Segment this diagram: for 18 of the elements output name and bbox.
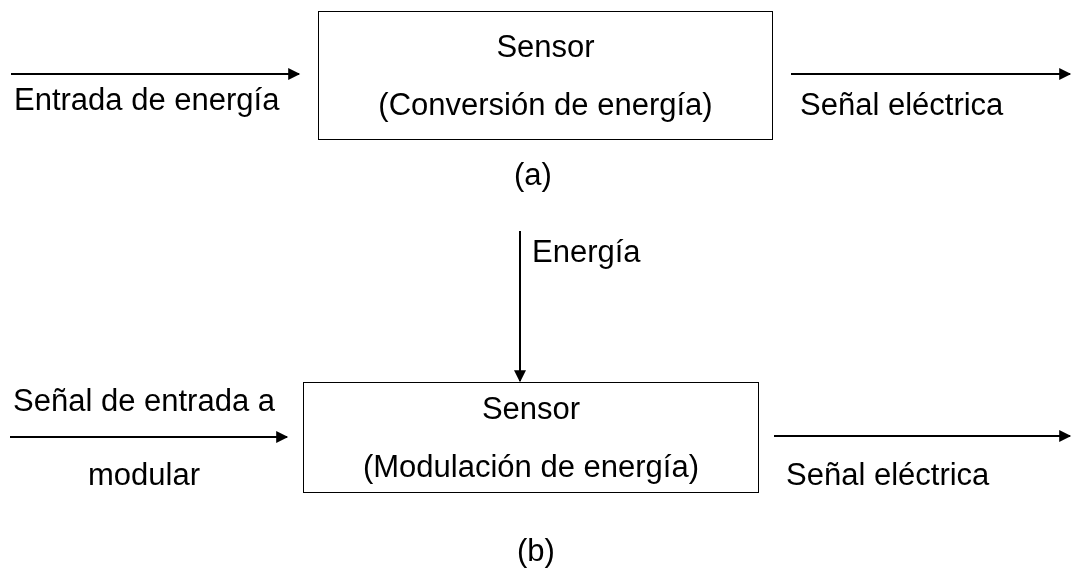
box-subtitle: (Conversión de energía) xyxy=(378,86,713,123)
box-title: Sensor xyxy=(481,390,581,427)
figure-label: (a) xyxy=(514,157,552,193)
process-box xyxy=(318,11,773,140)
box-subtitle: (Modulación de energía) xyxy=(362,448,699,485)
edge-label: Energía xyxy=(532,234,641,270)
edge-label: Entrada de energía xyxy=(14,82,280,118)
arrow xyxy=(9,431,289,443)
edge-label: Señal de entrada a modular xyxy=(12,382,276,494)
process-box xyxy=(303,382,759,493)
box-title: Sensor xyxy=(496,28,595,65)
arrow xyxy=(514,230,526,383)
arrow xyxy=(10,68,301,80)
edge-label: Señal eléctrica xyxy=(800,87,1004,123)
edge-label: Señal eléctrica xyxy=(786,457,990,493)
arrow xyxy=(773,430,1072,442)
arrow xyxy=(790,68,1072,80)
figure-label: (b) xyxy=(517,533,555,569)
